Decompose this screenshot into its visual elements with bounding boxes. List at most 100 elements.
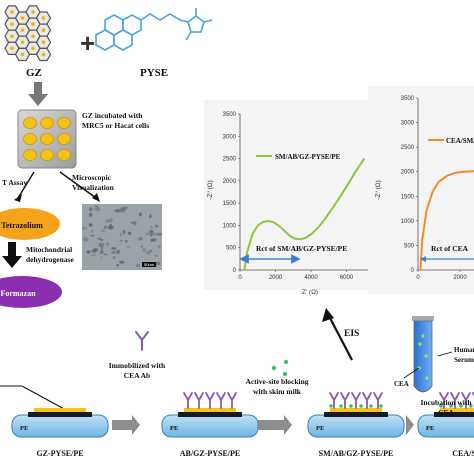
cell — [111, 247, 117, 250]
cell — [112, 256, 116, 259]
electrode2-label: AB/GZ-PYSE/PE — [180, 449, 240, 458]
cell — [120, 232, 122, 237]
cell — [91, 248, 97, 254]
pe-label: PE — [316, 425, 324, 432]
x-tick-label: 2000 — [269, 275, 283, 281]
electrode1-label: GZ-PYSE/PE — [36, 449, 83, 458]
down-arrow-icon — [28, 82, 48, 106]
cell — [105, 219, 110, 223]
eis-arrow — [322, 308, 353, 361]
skim-milk-dot — [379, 404, 383, 408]
cell — [103, 253, 108, 256]
cell — [82, 226, 87, 230]
zeolite-particle — [31, 10, 35, 14]
step3-label-line2: CEA — [438, 408, 454, 417]
electrode-1: PE — [11, 408, 109, 438]
skim-milk-dot — [449, 404, 453, 408]
rct-annotation: Rct of SM/AB/GZ-PYSE/PE — [256, 244, 347, 253]
y-axis-label: -Z'' (Ω) — [375, 180, 382, 200]
y-tick-label: 0 — [233, 268, 237, 274]
cell — [125, 239, 128, 243]
eis-label: EIS — [344, 329, 359, 339]
well — [23, 117, 37, 129]
microscopic-label-line1: Microscopic — [72, 173, 112, 182]
y-tick-label: 2500 — [223, 157, 237, 163]
cell — [109, 218, 113, 223]
zeolite-particle — [41, 16, 46, 20]
zeolite-particle — [10, 10, 14, 14]
cell — [133, 221, 137, 226]
cell — [116, 263, 120, 267]
y-tick-label: 500 — [404, 243, 415, 249]
cell — [100, 229, 106, 233]
y-tick-label: 2000 — [223, 179, 237, 185]
cell — [100, 256, 103, 259]
cell — [94, 206, 101, 212]
cell — [150, 226, 153, 229]
cell — [140, 245, 143, 248]
well — [40, 149, 54, 161]
cell — [135, 264, 141, 267]
cell — [100, 238, 104, 241]
antibody-icon — [183, 392, 193, 409]
y-tick-label: 3000 — [223, 134, 237, 140]
antibody-icon — [135, 331, 149, 351]
skim-milk-dot — [359, 404, 363, 408]
zeolite-particle — [20, 28, 25, 32]
mitochondrial-label-line1: Mitochondrial — [26, 245, 72, 254]
electrode3-label: SM/AB/GZ-PYSE/PE — [319, 449, 394, 458]
cell — [90, 229, 94, 233]
antibody-icon — [227, 392, 237, 409]
process-arrow-icon — [112, 415, 140, 435]
antibody-icon — [216, 392, 226, 409]
zeolite-particle — [10, 22, 14, 26]
y-tick-label: 500 — [226, 246, 237, 252]
y-tick-label: 2000 — [401, 170, 415, 176]
x-tick-label: 6000 — [340, 275, 354, 281]
antibody-icon — [205, 392, 215, 409]
cell — [149, 233, 153, 237]
antibody-icon — [351, 392, 361, 409]
electrode-2: PE — [161, 392, 259, 438]
cell — [106, 242, 109, 246]
pyse-label: PYSE — [140, 67, 168, 79]
x-tick-label: 0 — [416, 275, 420, 281]
mitochondrial-label-line2: dehydrogenase — [26, 255, 74, 264]
y-tick-label: 2500 — [401, 145, 415, 151]
zeolite-particle — [20, 16, 25, 20]
cell — [90, 234, 95, 237]
y-tick-label: 1000 — [401, 219, 415, 225]
legend-label: SM/AB/GZ-PYSE/PE — [275, 153, 341, 161]
cell — [122, 230, 126, 235]
series-line — [419, 170, 474, 271]
test-tube-icon — [403, 316, 453, 393]
cell — [88, 212, 93, 217]
antibody-icon — [450, 392, 460, 409]
cell — [127, 231, 132, 235]
cell — [97, 237, 101, 240]
well — [23, 149, 37, 161]
antibody-icon — [194, 392, 204, 409]
antibody-icon — [362, 392, 372, 409]
pe-label: PE — [426, 425, 434, 432]
cell — [145, 232, 150, 236]
cell — [142, 248, 146, 252]
plus-icon: + — [80, 28, 95, 58]
skim-milk-dots-icon — [271, 359, 289, 377]
well-plate — [17, 109, 77, 169]
zeolite-particle — [20, 40, 25, 45]
x-tick-label: 0 — [238, 275, 242, 281]
zeolite-particle — [31, 34, 35, 39]
human-serum-line1: Human — [454, 346, 474, 354]
y-tick-label: 1500 — [223, 201, 237, 207]
y-tick-label: 0 — [411, 268, 415, 274]
process-arrow-icon — [406, 415, 414, 435]
well — [57, 117, 71, 129]
cell — [111, 251, 117, 254]
y-tick-label: 1000 — [223, 223, 237, 229]
legend: CEA/SM/ — [428, 137, 474, 145]
zeolite-particle — [20, 52, 25, 57]
